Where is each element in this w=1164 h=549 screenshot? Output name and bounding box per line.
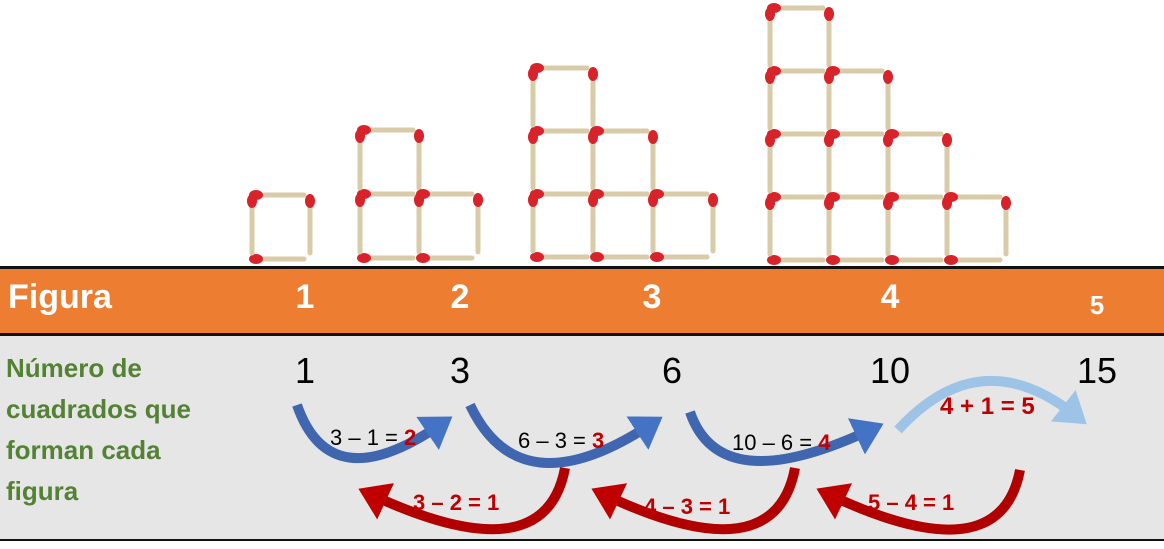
matchstick <box>355 129 365 191</box>
matchstick <box>765 7 775 68</box>
matchstick <box>944 255 1003 265</box>
square-count: 6 <box>661 350 683 391</box>
figure-header-band <box>0 266 1164 336</box>
matchstick <box>826 255 885 265</box>
matchstick <box>765 70 775 131</box>
red-arrow <box>591 467 800 535</box>
figure-number: 4 <box>880 278 900 316</box>
matchstick <box>824 7 834 68</box>
blue-arrow <box>292 403 453 463</box>
red-arrow <box>816 469 1025 535</box>
difference-equation: 10 – 6 = 4 <box>732 430 831 455</box>
matchstick <box>765 196 775 257</box>
second-difference: 4 – 3 = 1 <box>644 494 731 519</box>
matchstick <box>650 189 710 199</box>
matchstick <box>826 66 885 76</box>
matchstick <box>528 67 538 128</box>
square-count: 15 <box>1076 350 1118 391</box>
count-row <box>0 336 1164 541</box>
matchstick-figures <box>247 3 1011 265</box>
red-arrow <box>358 467 570 535</box>
matchstick <box>357 253 416 263</box>
matchstick <box>249 254 307 264</box>
matchstick <box>942 133 952 194</box>
square-count: 3 <box>449 350 471 391</box>
figure-number: 1 <box>295 278 315 316</box>
matchstick <box>885 255 944 265</box>
matchstick <box>528 193 538 254</box>
square-count: 1 <box>294 350 316 391</box>
matchstick <box>824 196 834 257</box>
matchstick <box>528 130 538 191</box>
second-difference: 5 – 4 = 1 <box>868 490 955 515</box>
matchstick <box>416 253 475 263</box>
matchstick <box>824 133 834 194</box>
matchstick <box>1001 196 1011 257</box>
matchstick <box>473 193 483 255</box>
figure-number: 5 <box>1089 290 1105 320</box>
matchstick <box>588 67 598 128</box>
blue-arrow <box>465 402 663 469</box>
matchstick <box>588 193 598 254</box>
matchstick <box>883 70 893 131</box>
difference-equation: 6 – 3 = 3 <box>518 428 605 453</box>
matchstick <box>247 194 257 256</box>
matchstick <box>414 129 424 191</box>
matchstick <box>765 133 775 194</box>
matchstick <box>305 194 315 256</box>
prediction-equation: 4 + 1 = 5 <box>940 393 1035 420</box>
difference-equation: 3 – 1 = 2 <box>330 425 417 450</box>
matchstick <box>648 130 658 191</box>
matchstick <box>355 193 365 255</box>
count-row-label: Número de cuadrados que forman cada figu… <box>6 353 191 506</box>
matchstick <box>883 196 893 257</box>
matchstick <box>416 189 475 199</box>
matchstick <box>590 126 650 136</box>
second-difference: 3 – 2 = 1 <box>413 490 500 515</box>
blue-arrow <box>685 410 884 467</box>
matchstick <box>944 192 1003 202</box>
figure-number: 3 <box>642 278 662 316</box>
matchstick <box>650 252 710 262</box>
figure-number: 2 <box>450 278 470 316</box>
square-count: 10 <box>869 350 911 391</box>
matchstick <box>708 193 718 254</box>
matchstick <box>885 129 944 139</box>
matchstick <box>590 252 650 262</box>
light-blue-arrow <box>894 375 1087 434</box>
figure-header-label: Figura <box>8 278 112 316</box>
matchstick <box>767 255 826 265</box>
matchstick <box>530 252 590 262</box>
